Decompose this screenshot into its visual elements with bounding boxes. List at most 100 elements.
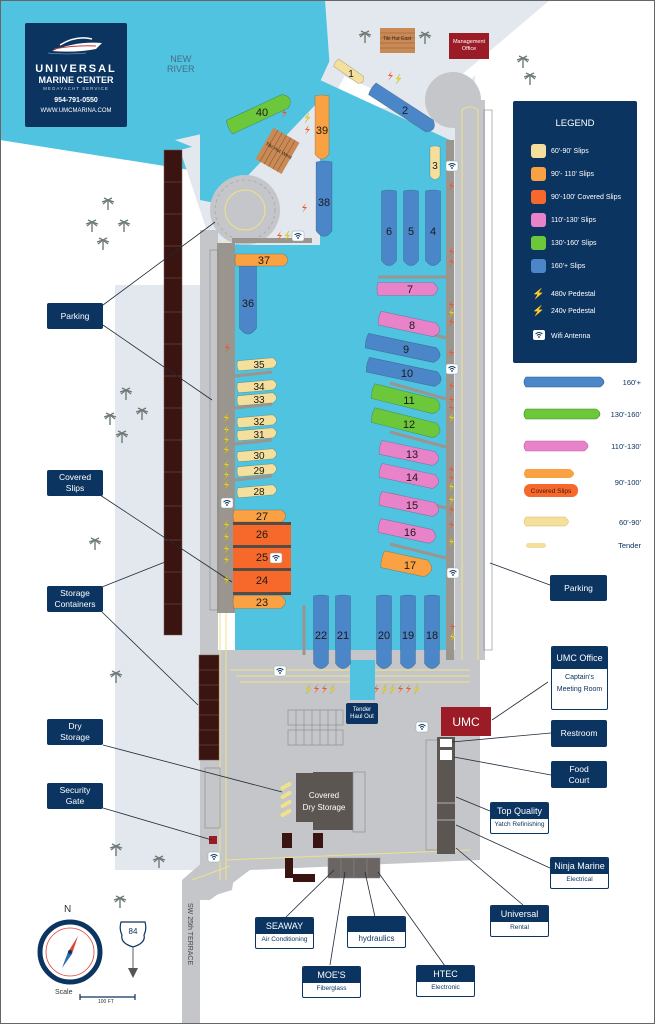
slip-33[interactable]: 33 bbox=[236, 392, 277, 407]
boat-shape bbox=[376, 594, 392, 670]
slip-number: 30 bbox=[253, 451, 265, 462]
slip-17[interactable]: 17 bbox=[380, 550, 433, 578]
slip-21[interactable]: 21 bbox=[335, 594, 351, 670]
callout-dry-storage[interactable]: Dry Storage bbox=[47, 719, 103, 745]
slip-22[interactable]: 22 bbox=[313, 594, 329, 670]
boat-legend-label: Tender bbox=[618, 541, 641, 550]
slip-number: 3 bbox=[432, 161, 438, 172]
slip-2[interactable]: 2 bbox=[368, 82, 438, 134]
slip-number: 37 bbox=[258, 255, 270, 267]
callout-universal-rental[interactable]: Universal Rental bbox=[490, 905, 549, 937]
slip-1[interactable]: 1 bbox=[333, 58, 366, 85]
bolt-240v-icon: ⚡ bbox=[532, 306, 545, 317]
callout-htec[interactable]: HTEC Electronic bbox=[416, 965, 475, 997]
slip-30[interactable]: 30 bbox=[236, 448, 277, 463]
hydraulics-title bbox=[348, 917, 405, 932]
slip-number: 11 bbox=[403, 395, 414, 407]
umc-building-label: UMC bbox=[452, 714, 480, 729]
boat-shape bbox=[313, 594, 329, 670]
callout-hydraulics[interactable]: hydraulics bbox=[347, 916, 406, 948]
slip-9[interactable]: 9 bbox=[364, 333, 441, 363]
slip-6[interactable]: 6 bbox=[381, 189, 397, 267]
slip-number: 31 bbox=[253, 430, 265, 441]
callout-food-court[interactable]: Food Court bbox=[551, 761, 607, 788]
boat-shape bbox=[335, 594, 351, 670]
slip-10[interactable]: 10 bbox=[365, 357, 442, 387]
slip-12[interactable]: 12 bbox=[370, 407, 441, 439]
legend-label: 160'+ Slips bbox=[551, 262, 586, 270]
slip-8[interactable]: 8 bbox=[377, 310, 441, 338]
callout-moes[interactable]: MOE'S Fiberglass bbox=[302, 966, 361, 998]
slip-35[interactable]: 35 bbox=[236, 357, 277, 372]
slip-5[interactable]: 5 bbox=[403, 189, 419, 267]
umc-building[interactable]: UMC bbox=[441, 707, 491, 736]
boat-legend-60-90 bbox=[523, 516, 569, 527]
slip-number: 10 bbox=[401, 368, 413, 380]
boat-shape bbox=[232, 595, 286, 609]
leader-lines bbox=[99, 221, 552, 967]
callout-security-gate[interactable]: Security Gate bbox=[47, 783, 103, 809]
slip-36[interactable]: 36 bbox=[239, 264, 257, 335]
management-office-label: Management Office bbox=[452, 39, 486, 52]
boat-shape bbox=[377, 310, 440, 337]
callout-storage-containers[interactable]: Storage Containers bbox=[47, 586, 103, 612]
callout-restroom[interactable]: Restroom bbox=[551, 720, 607, 747]
tiki-hut-east bbox=[380, 28, 415, 53]
callout-top-quality[interactable]: Top Quality Yatch Refinishing bbox=[490, 802, 549, 834]
callout-seaway[interactable]: SEAWAY Air Conditioning bbox=[255, 917, 314, 949]
boat-shape bbox=[429, 145, 441, 180]
slip-number: 1 bbox=[348, 69, 354, 80]
slip-number: 9 bbox=[403, 344, 409, 356]
legend-label: 480v Pedestal bbox=[551, 291, 596, 298]
boat-shape bbox=[400, 594, 416, 670]
security-gate-marker bbox=[209, 836, 217, 844]
slip-7[interactable]: 7 bbox=[376, 282, 438, 297]
management-office[interactable]: Management Office bbox=[449, 33, 489, 59]
slip-26[interactable]: 26 bbox=[256, 529, 268, 541]
boat-shape bbox=[236, 484, 277, 499]
slip-11[interactable]: 11 bbox=[370, 383, 441, 415]
slip-39[interactable]: 39 bbox=[314, 94, 330, 160]
slip-37[interactable]: 37 bbox=[234, 253, 289, 267]
boat-legend-label: 60'-90' bbox=[618, 518, 641, 527]
boat-legend-label: 90'-100' bbox=[614, 478, 641, 487]
callout-label: Security Gate bbox=[59, 785, 91, 806]
swatch-90-110 bbox=[531, 167, 546, 181]
legend-item-130-160: 130'-160' Slips bbox=[531, 236, 596, 250]
scale-label: Scale bbox=[55, 989, 73, 996]
brand-website[interactable]: WWW.UMCMARINA.COM bbox=[40, 108, 112, 114]
slip-28[interactable]: 28 bbox=[236, 484, 277, 499]
boat-shape bbox=[236, 392, 277, 407]
slip-40[interactable]: 40 bbox=[225, 92, 293, 135]
slip-31[interactable]: 31 bbox=[236, 427, 277, 442]
htec-title: HTEC bbox=[417, 966, 474, 982]
slip-34[interactable]: 34 bbox=[236, 379, 277, 394]
callout-umc-office[interactable]: UMC Office Captain's Meeting Room bbox=[551, 646, 608, 710]
slip-24[interactable]: 24 bbox=[256, 575, 268, 587]
slip-25[interactable]: 25 bbox=[256, 552, 268, 564]
legend-label: 90'-100' Covered Slips bbox=[551, 193, 621, 201]
brand-phone[interactable]: 954-791-0550 bbox=[54, 97, 98, 104]
slip-23[interactable]: 23 bbox=[232, 595, 286, 610]
slip-19[interactable]: 19 bbox=[400, 594, 416, 670]
htec-sub: Electronic bbox=[431, 984, 460, 991]
slip-38[interactable]: 38 bbox=[315, 160, 333, 237]
callout-ninja-marine[interactable]: Ninja Marine Electrical bbox=[550, 857, 609, 889]
callout-parking-left[interactable]: Parking bbox=[47, 303, 103, 329]
slip-16[interactable]: 16 bbox=[377, 518, 437, 544]
swatch-110-130 bbox=[531, 213, 546, 227]
slip-27[interactable]: 27 bbox=[232, 509, 287, 523]
slip-15[interactable]: 15 bbox=[378, 491, 440, 517]
slip-4[interactable]: 4 bbox=[425, 189, 441, 267]
callout-parking-right[interactable]: Parking bbox=[550, 575, 607, 601]
slip-18[interactable]: 18 bbox=[424, 594, 440, 670]
slip-14[interactable]: 14 bbox=[378, 463, 440, 489]
slip-3[interactable]: 3 bbox=[429, 145, 441, 180]
slip-13[interactable]: 13 bbox=[378, 440, 440, 466]
slip-32[interactable]: 32 bbox=[236, 414, 277, 429]
callout-covered-slips[interactable]: Covered Slips bbox=[47, 470, 103, 496]
slip-29[interactable]: 29 bbox=[236, 463, 277, 478]
slip-20[interactable]: 20 bbox=[376, 594, 392, 670]
universal-title: Universal bbox=[491, 906, 548, 922]
